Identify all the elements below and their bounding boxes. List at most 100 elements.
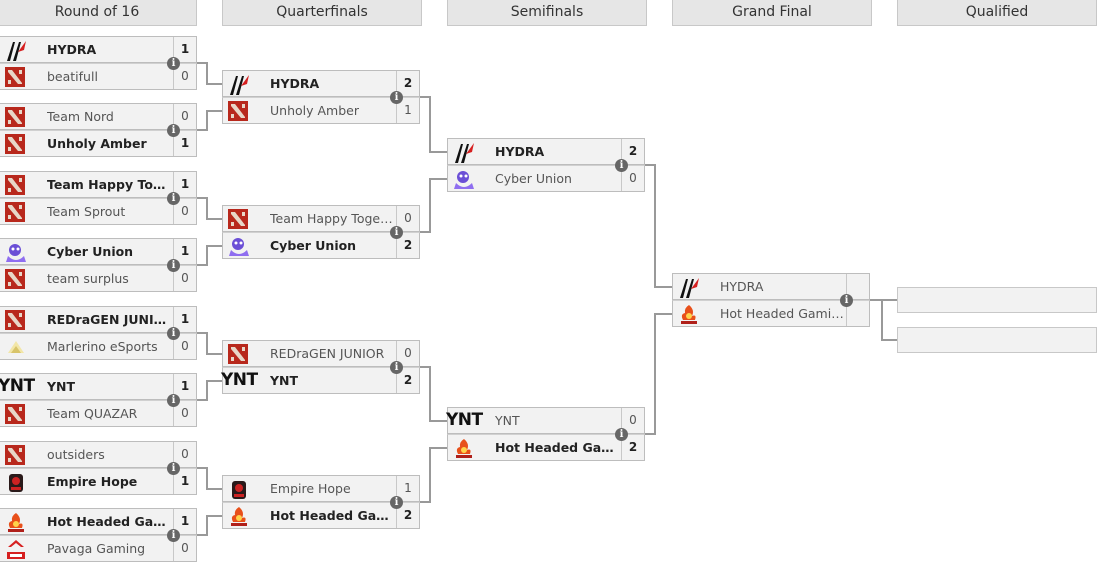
match-info-icon[interactable]: i <box>390 226 403 239</box>
connector-line <box>420 366 447 422</box>
match-info-icon[interactable]: i <box>615 159 628 172</box>
team-score <box>846 274 869 299</box>
match-info-icon[interactable]: i <box>615 428 628 441</box>
cyber-union-logo-icon <box>452 169 482 189</box>
team-name: Unholy Amber <box>47 136 147 151</box>
match-info-icon[interactable]: i <box>167 327 180 340</box>
hydra-logo-icon <box>227 74 257 95</box>
connector-line <box>197 515 222 536</box>
team-name: Empire Hope <box>270 481 351 496</box>
round-header-1: Round of 16 <box>0 0 197 26</box>
connector-line <box>645 313 672 435</box>
team-slot[interactable]: HYDRA <box>672 273 870 300</box>
connector-line <box>197 245 222 266</box>
team-score: 1 <box>173 37 196 62</box>
match-info-icon[interactable]: i <box>390 496 403 509</box>
team-score: 1 <box>173 172 196 197</box>
qualified-slot-2 <box>897 327 1097 353</box>
team-slot[interactable]: Empire Hope 1 <box>222 475 420 502</box>
connector-line <box>197 332 222 355</box>
team-score: 1 <box>396 476 419 501</box>
dota-logo-icon <box>4 445 34 465</box>
hydra-logo-icon <box>452 142 482 163</box>
dota-logo-icon <box>227 209 257 229</box>
hot-headed-logo-icon <box>677 304 707 324</box>
team-score: 1 <box>173 509 196 534</box>
qualified-slot-1 <box>897 287 1097 313</box>
team-score: 0 <box>173 104 196 129</box>
team-score: 0 <box>621 408 644 433</box>
team-score: 2 <box>396 368 419 393</box>
team-slot[interactable]: Hot Headed Gaming <box>672 300 870 327</box>
empire-hope-logo-icon <box>4 472 34 492</box>
hydra-logo-icon <box>677 277 707 298</box>
match-info-icon[interactable]: i <box>167 529 180 542</box>
empire-hope-logo-icon <box>227 479 257 499</box>
round-header-3: Semifinals <box>447 0 647 26</box>
match-info-icon[interactable]: i <box>390 361 403 374</box>
team-slot[interactable]: Hot Headed Gaming2 <box>447 434 645 461</box>
team-slot[interactable]: Hot Headed Gaming1 <box>0 508 197 535</box>
team-score: 1 <box>173 239 196 264</box>
connector-line <box>197 467 222 490</box>
match-info-icon[interactable]: i <box>167 462 180 475</box>
hot-headed-logo-icon <box>227 506 257 526</box>
round-header-5: Qualified <box>897 0 1097 26</box>
match-info-icon[interactable]: i <box>167 192 180 205</box>
match-info-icon[interactable]: i <box>167 57 180 70</box>
dota-logo-icon <box>4 269 34 289</box>
cyber-union-logo-icon <box>227 236 257 256</box>
team-name: REDraGEN JUNIOR <box>270 346 385 361</box>
team-slot[interactable]: Team Happy Together1 <box>0 171 197 198</box>
team-score: 0 <box>173 442 196 467</box>
match-info-icon[interactable]: i <box>390 91 403 104</box>
team-name: Hot Headed Gaming <box>47 514 173 529</box>
team-name: Team Happy Together <box>270 211 396 226</box>
match-info-icon[interactable]: i <box>840 294 853 307</box>
dota-logo-icon <box>4 175 34 195</box>
team-slot[interactable]: Hot Headed Gaming2 <box>222 502 420 529</box>
team-score: 2 <box>396 233 419 258</box>
team-name: Marlerino eSports <box>47 339 158 354</box>
team-score: 0 <box>173 266 196 291</box>
team-score: 1 <box>173 374 196 399</box>
team-name: REDraGEN JUNIOR <box>47 312 173 327</box>
cyber-union-logo-icon <box>4 242 34 262</box>
match-info-icon[interactable]: i <box>167 394 180 407</box>
match-info-icon[interactable]: i <box>167 124 180 137</box>
team-name: YNT <box>270 373 299 388</box>
match-info-icon[interactable]: i <box>167 259 180 272</box>
